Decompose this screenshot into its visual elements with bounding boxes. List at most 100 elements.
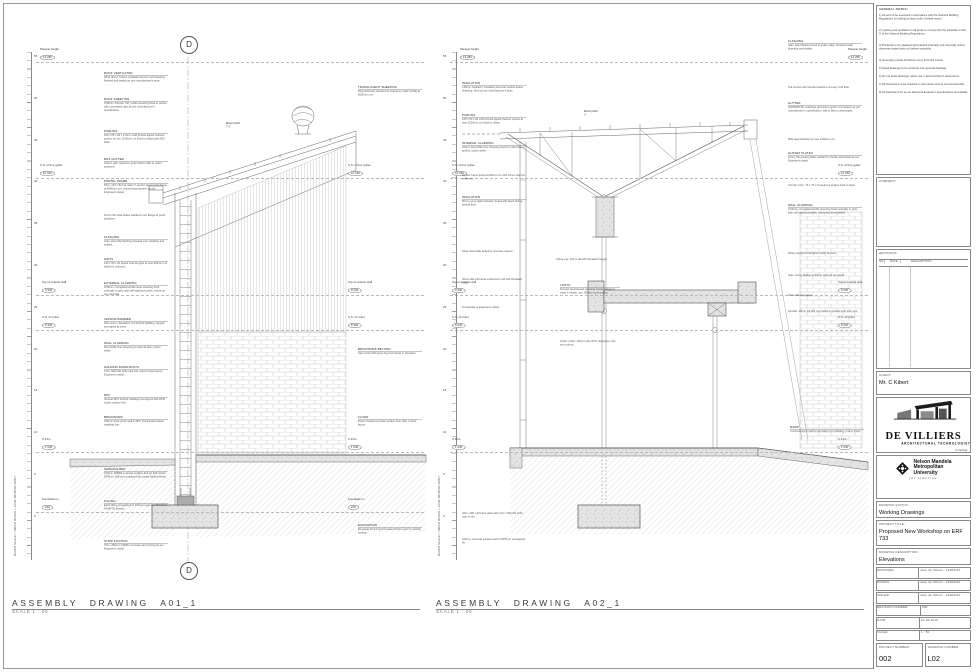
ruler-number: 10 [34,431,38,435]
date-value: 01-06-2016 [920,618,938,622]
ruler-number: 40 [443,180,447,184]
university-name-line1: Nelson Mandela [913,458,952,465]
annotation-note: 10mm thk end plate. [788,294,862,301]
annotation-body: Concrete apron laid to fall away from bu… [790,430,861,434]
architect-name: DE VILLIERS [885,430,962,442]
level-label: U.S. of Lintol [452,316,469,319]
level-label: Parapet height [40,48,59,51]
revisions-col-description: DESCRIPTION [911,259,932,263]
annotation-title: FILLING [104,500,168,504]
datum-line [450,330,868,331]
level-label: Parapet height [460,48,479,51]
annotation-body: 0.8mm galv. steel box gutter laid to fal… [104,162,162,169]
annotation-note: Spindle: 40mm dia MS rod bolted to brack… [788,310,862,317]
roof-ventilator [291,105,315,135]
drawing-title-underline [12,609,420,610]
annotation-body: Gutter outlet: 100mm dia uPVC downpipe c… [560,340,616,347]
ruler-number: 25 [34,305,38,309]
annotation-note: White painted steel lattice purlin beyon… [788,252,862,259]
annotation-title: EXTERNAL CLADDING [104,282,168,286]
annotation-title: Roof pitch [584,110,599,113]
level-value-bubble: 240 [348,504,359,510]
level-value-bubble: 9 340 [452,287,466,293]
personnel-table: DESIGNED: Jean de Villiers - 21083412 DR… [876,567,971,641]
project-title-label: PROJECT TITLE: [879,522,905,526]
ruler-number: 10 [443,431,447,435]
drawing-description-panel: DRAWING DESCRIPTION: Elevations [876,548,971,565]
university-name: Nelson Mandela Metropolitan University [913,458,952,477]
level-marker: U.S. of Lintol 8 340 [452,316,485,341]
level-value-bubble: 1 040 [838,444,852,450]
annotation-body: Spindle: 40mm dia MS rod bolted to brack… [788,310,859,313]
project-number-value: 002 [879,653,892,663]
scale-value: 1 : 50 [920,631,930,634]
annotation-body: 100mm 25MPa concrete surface bed on 250 … [104,472,167,479]
annotation-body: 0.53mm corrugated profile steel sheeting… [104,286,165,296]
revision-number-value: 000 [921,606,928,609]
annotation-body: 'WATERTITE' seamless aluminium gutter on… [788,106,860,113]
level-label: Foundation L. [42,498,60,501]
project-number-label: PROJECT NUMBER: [879,645,910,649]
ruler-number: 25 [443,305,447,309]
annotation-body: 135mm 'Isotherm' insulation laid over pu… [462,86,523,93]
client-label: CLIENT: [879,373,892,377]
annotation-note: Galv. louvre blades at 50mm pitch as per… [788,274,862,281]
level-value-bubble: 13 280 [460,54,475,60]
comment-panel: COMMENT: [876,177,971,247]
level-label: U.S. of box gutter [838,164,861,167]
drawing-title: ASSEMBLY DRAWING A02_1 [436,598,864,610]
annotation-title: FLASHING [788,40,862,44]
level-value-bubble: 10 340 [452,170,467,176]
level-marker: U.F.F.L.1 040 [348,438,375,463]
annotation-body: 40mm dia mild steel suspension rod with … [462,278,522,285]
annotation-body: 7.5° [226,125,231,129]
level-value-bubble: 8 340 [348,322,362,328]
annotation-body: 2° [584,113,587,117]
annotation-body: 10mm thk cleat plates welded to top flan… [104,214,166,221]
block-scale-label: BLOCK SCALE = 100mm BLOCK + 10mm MORTAR … [14,475,17,556]
annotation-title: FLOOR [358,416,422,420]
ruler-number: 50 [443,96,447,100]
architect-logo-icon [893,400,957,419]
annotation-body: Flat profile liner sheeting to internal … [104,346,161,353]
ruler-number: 30 [34,264,38,267]
datum-line [36,512,424,513]
university-tagline: for tomorrow [909,476,938,480]
level-marker: Parapet height 13 280 [460,48,498,73]
annotation-body: Lifting eye: 16mm dia MS threaded hanger… [556,258,608,261]
level-label: U.S. of box gutter [40,164,63,167]
annotation-body: 0.5mm flat profile liner sheeting fixed … [462,146,525,153]
annotation-body: 0.53mm corrugated profile sheeting fixed… [788,208,857,215]
datum-line [450,295,868,296]
concrete-beam [587,280,757,317]
drawn-value: Jean de Villiers - 21083412 [919,581,961,584]
annotation-note: 400 x 400 x 20 base plate with 4 No. M20… [462,512,526,526]
level-label: U.S. of box gutter [348,164,371,167]
annotation-body: 700 x 250mm 15MPa concrete strip footing… [104,544,164,551]
annotation-body: Vertical DPC behind cladding line lapped… [104,398,165,405]
level-value-bubble: 8 340 [452,322,466,328]
annotation-body: 230mm brick plinth wall in NFX stock bri… [104,420,164,427]
drawing-status-value: Working Drawings [879,510,925,516]
level-value-bubble: 9 340 [42,287,56,293]
annotation-body: Excavate trench and compact bottom prior… [358,528,421,535]
revisions-column-headers: NO DATE DESCRIPTION [879,258,968,267]
annotation-body: 533 x 210 x 82 hot rolled 'I' section st… [104,184,167,194]
